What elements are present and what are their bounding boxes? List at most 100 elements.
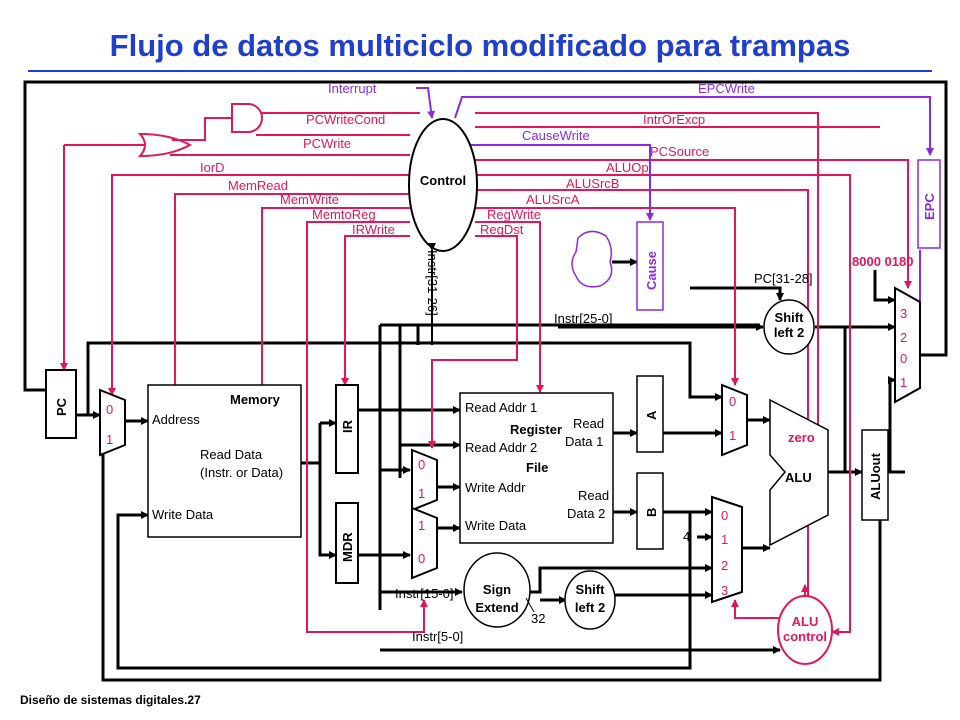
- memtoreg-mux-input-1: 1: [418, 518, 425, 533]
- bus-width-label: 32: [531, 611, 545, 626]
- constant-four-label: 4: [683, 529, 690, 544]
- exception-address-label: 8000 0180: [852, 254, 913, 269]
- alusrcb-mux-input-2: 2: [721, 558, 728, 573]
- regdst-mux: [411, 448, 438, 512]
- epc-register: [917, 159, 941, 249]
- ir-register: [335, 384, 359, 474]
- shift-left-2-jump: [763, 299, 815, 355]
- cause-register: [636, 221, 664, 311]
- memory-read-data-port: Read Data: [200, 447, 263, 462]
- signal-alusrca: ALUSrcA: [526, 192, 580, 207]
- epc-label: EPC: [922, 193, 937, 220]
- signal-regdst: RegDst: [480, 222, 524, 237]
- memory-address-port: Address: [152, 412, 200, 427]
- signal-memread: MemRead: [228, 178, 288, 193]
- b-register: [636, 472, 664, 550]
- signal-memwrite: MemWrite: [280, 192, 339, 207]
- regfile-read-addr-2: Read Addr 2: [465, 440, 537, 455]
- memtoreg-mux: [411, 506, 438, 580]
- regfile-read-data-1-b: Data 1: [565, 434, 603, 449]
- regdst-mux-input-0: 0: [418, 457, 425, 472]
- pc-mux-input-1: 1: [106, 432, 113, 447]
- cause-label: Cause: [644, 251, 659, 290]
- instr-5-0-label: Instr[5-0]: [412, 629, 463, 644]
- sign-extend-label-1: Sign: [483, 582, 511, 597]
- signal-introrexcp: IntrOrExcp: [643, 112, 705, 127]
- aluout-register: [861, 429, 889, 521]
- memtoreg-mux-input-0: 0: [418, 551, 425, 566]
- control-unit: [408, 118, 478, 252]
- control-label: Control: [420, 173, 466, 188]
- datapath-wires: [23, 80, 948, 682]
- memory-title: Memory: [230, 392, 281, 407]
- regfile-write-data: Write Data: [465, 518, 527, 533]
- a-register: [636, 375, 664, 453]
- memory-write-data-port: Write Data: [152, 507, 214, 522]
- ir-label: IR: [340, 419, 355, 433]
- regfile-title-1: Register: [510, 422, 562, 437]
- memory-block: [147, 384, 302, 538]
- alusrcb-mux: [711, 495, 743, 604]
- signal-aluop: ALUOp: [606, 160, 649, 175]
- alusrca-mux: [721, 383, 748, 457]
- instr-15-0-label: Instr[15-0]: [395, 586, 454, 601]
- alu-control: [777, 595, 833, 665]
- alu-zero-output: zero: [788, 430, 815, 445]
- signal-epcwrite: EPCWrite: [698, 81, 755, 96]
- shift-left-branch-label-1: Shift: [576, 582, 606, 597]
- shift-left-branch-label-2: left 2: [575, 600, 605, 615]
- regdst-mux-input-1: 1: [418, 486, 425, 501]
- or-gate: [137, 103, 263, 158]
- mdr-label: MDR: [340, 532, 355, 562]
- pcsource-mux-input-3: 3: [900, 306, 907, 321]
- signal-pcwrite: PCWrite: [303, 136, 351, 151]
- bus-width-tick: [525, 597, 535, 613]
- alusrcb-mux-input-3: 3: [721, 583, 728, 598]
- signal-memtoreg: MemtoReg: [312, 207, 376, 222]
- pcsource-mux-input-1: 1: [900, 375, 907, 390]
- alusrcb-mux-input-1: 1: [721, 532, 728, 547]
- signal-interrupt: Interrupt: [328, 81, 377, 96]
- register-file: [459, 392, 614, 544]
- sign-extend: [463, 552, 531, 628]
- regfile-read-data-2-b: Data 2: [567, 506, 605, 521]
- signal-alusrcb: ALUSrcB: [566, 176, 619, 191]
- regfile-read-data-1-a: Read: [573, 416, 604, 431]
- shift-left-2-branch: [564, 570, 616, 630]
- b-label: B: [644, 508, 659, 517]
- and-gate-shape: [231, 103, 263, 133]
- page-title: Flujo de datos multiciclo modificado par…: [109, 28, 851, 63]
- aluout-label: ALUout: [868, 452, 883, 500]
- pcsource-mux: [894, 286, 921, 404]
- cause-source-scribble: [571, 230, 613, 288]
- control-signal-labels: Interrupt PCWriteCond PCWrite IorD MemRe…: [200, 81, 755, 237]
- regfile-title-2: File: [526, 460, 548, 475]
- pcsource-mux-input-2: 2: [900, 330, 907, 345]
- shift-left-jump-label-1: Shift: [775, 310, 805, 325]
- signal-iord: IorD: [200, 160, 225, 175]
- memory-read-data-subtitle: (Instr. or Data): [200, 465, 283, 480]
- opcode-field-label: Instr[31-26]: [425, 250, 440, 316]
- sign-extend-label-2: Extend: [475, 600, 518, 615]
- alu-control-label-2: control: [783, 629, 827, 644]
- regfile-write-addr: Write Addr: [465, 480, 526, 495]
- pcsource-mux-input-0: 0: [900, 351, 907, 366]
- alusrca-mux-input-0: 0: [729, 394, 736, 409]
- regfile-read-addr-1: Read Addr 1: [465, 400, 537, 415]
- alusrca-mux-input-1: 1: [729, 428, 736, 443]
- alu-label: ALU: [785, 470, 812, 485]
- signal-pcwritecond: PCWriteCond: [306, 112, 385, 127]
- control-wires: [60, 112, 912, 636]
- pc-register: [45, 369, 77, 439]
- or-gate-shape: [137, 132, 193, 158]
- pc-mux-input-0: 0: [106, 402, 113, 417]
- shift-left-jump-label-2: left 2: [774, 325, 804, 340]
- signal-causewrite: CauseWrite: [522, 128, 590, 143]
- signal-regwrite: RegWrite: [487, 207, 541, 222]
- pc-mux: [99, 388, 126, 457]
- signal-irwrite: IRWrite: [352, 222, 395, 237]
- alu: [769, 398, 829, 547]
- signal-pcsource: PCSource: [650, 144, 709, 159]
- a-label: A: [644, 410, 659, 420]
